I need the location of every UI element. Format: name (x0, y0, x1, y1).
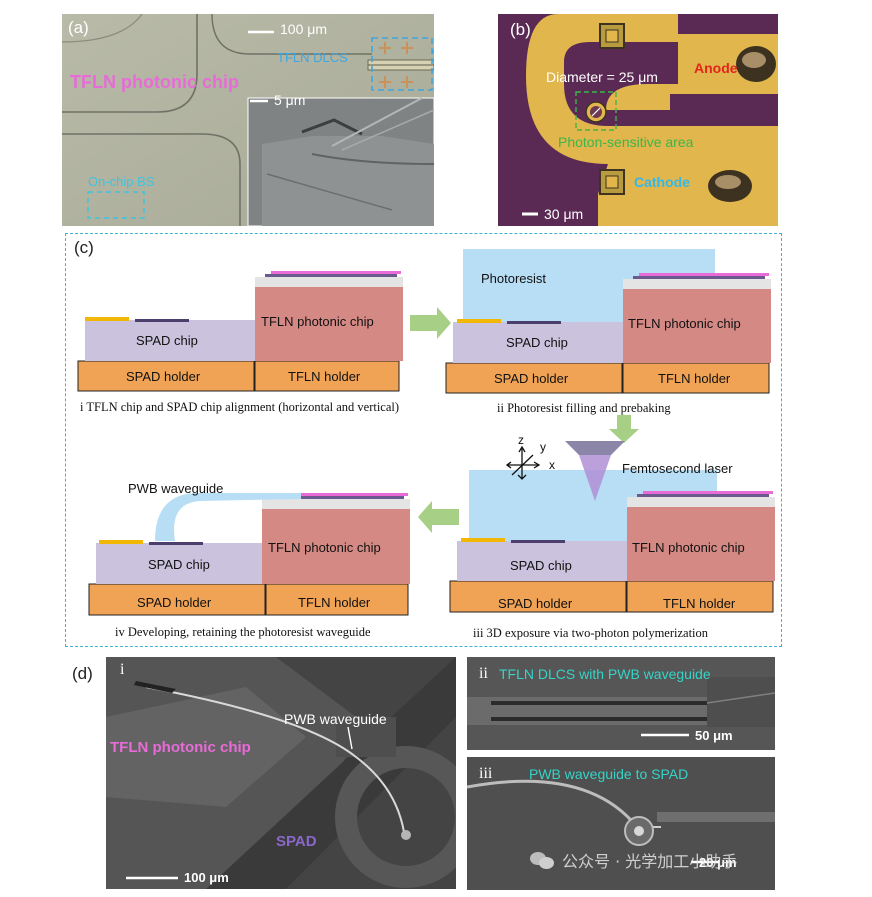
arrow-left (418, 501, 459, 533)
panel-a-label: (a) (68, 18, 89, 37)
d-ii-sub: ii (479, 665, 488, 682)
d-ii-scale: 50 μm (695, 728, 733, 743)
d-iii-scale: 20 μm (699, 855, 737, 870)
c-caption-iii: iii 3D exposure via two-photon polymeriz… (473, 626, 709, 640)
c-iv-spad-holder: SPAD holder (137, 595, 212, 610)
panel-c-diagram (77, 249, 775, 616)
d-iii-title: PWB waveguide to SPAD (529, 766, 689, 782)
panel-a-dlcs-label: TFLN DLCS (277, 50, 348, 65)
c-ii-tfln-holder: TFLN holder (658, 371, 731, 386)
step-iii (449, 441, 775, 613)
panel-b-cathode: Cathode (634, 174, 690, 190)
c-caption-iv: iv Developing, retaining the photoresist… (115, 625, 371, 639)
c-caption-ii: ii Photoresist filling and prebaking (497, 401, 671, 415)
d-i-spad: SPAD (276, 833, 317, 850)
c-iv-tfln-chip: TFLN photonic chip (268, 540, 381, 555)
step-i (77, 271, 403, 392)
arrow-down (609, 415, 639, 443)
wechat-icon (530, 850, 556, 870)
panel-c-frame (65, 233, 782, 647)
c-iii-spad-chip: SPAD chip (510, 558, 572, 573)
watermark-text: 公众号 · 光学加工小助手 (562, 852, 738, 871)
panel-b-label: (b) (510, 20, 531, 39)
c-iii-axis-y: y (540, 440, 546, 454)
c-ii-spad-holder: SPAD holder (494, 371, 569, 386)
panel-b-anode: Anode (694, 60, 738, 76)
c-iii-spad-holder: SPAD holder (498, 596, 573, 611)
arrow-right (410, 307, 451, 339)
c-iv-spad-chip: SPAD chip (148, 557, 210, 572)
panel-d-iii-image: iii PWB waveguide to SPAD 20 μm (467, 757, 775, 890)
c-i-spad-chip: SPAD chip (136, 333, 198, 348)
c-ii-spad-chip: SPAD chip (506, 335, 568, 350)
c-ii-photoresist: Photoresist (481, 271, 547, 286)
c-iii-tfln-chip: TFLN photonic chip (632, 540, 745, 555)
c-iii-axis-z: z (518, 433, 524, 447)
d-iii-sub: iii (479, 765, 493, 782)
c-iv-pwb: PWB waveguide (128, 481, 224, 496)
c-iii-femto: Femtosecond laser (622, 461, 733, 476)
panel-a-scale-inset: 5 μm (274, 92, 306, 108)
panel-a-bs-label: On-chip BS (88, 174, 155, 189)
c-iv-tfln-holder: TFLN holder (298, 595, 371, 610)
panel-a-scale-main: 100 μm (280, 21, 327, 37)
c-caption-i: i TFLN chip and SPAD chip alignment (hor… (80, 400, 400, 414)
panel-d-label: (d) (72, 664, 93, 683)
panel-d-ii-image: ii TFLN DLCS with PWB waveguide 50 μm (467, 657, 775, 750)
c-iii-axis-x: x (549, 458, 555, 472)
c-i-spad-holder: SPAD holder (126, 369, 201, 384)
c-ii-tfln-chip: TFLN photonic chip (628, 316, 741, 331)
watermark: 公众号 · 光学加工小助手 (530, 848, 737, 872)
c-i-tfln-holder: TFLN holder (288, 369, 361, 384)
d-i-chip: TFLN photonic chip (110, 739, 251, 756)
d-i-sub: i (120, 661, 125, 678)
step-ii (445, 249, 771, 394)
panel-b-image: (b) Diameter = 25 μm Anode Cathode Photo… (498, 14, 778, 226)
step-iv (88, 493, 410, 616)
d-ii-title: TFLN DLCS with PWB waveguide (499, 666, 711, 682)
panel-b-psa: Photon-sensitive area (558, 134, 694, 150)
c-iii-tfln-holder: TFLN holder (663, 596, 736, 611)
d-i-pwb: PWB waveguide (284, 711, 387, 727)
panel-c-label: (c) (74, 238, 94, 257)
panel-a-image: (a) 100 μm 5 μm TFLN photonic chip TFLN … (62, 14, 434, 226)
d-i-scale: 100 μm (184, 870, 229, 885)
panel-a-chip-label: TFLN photonic chip (70, 72, 239, 92)
c-i-tfln-chip: TFLN photonic chip (261, 314, 374, 329)
panel-b-diameter: Diameter = 25 μm (546, 69, 658, 85)
panel-b-scale: 30 μm (544, 206, 584, 222)
panel-d-i-image: i PWB waveguide TFLN photonic chip SPAD … (106, 657, 456, 889)
